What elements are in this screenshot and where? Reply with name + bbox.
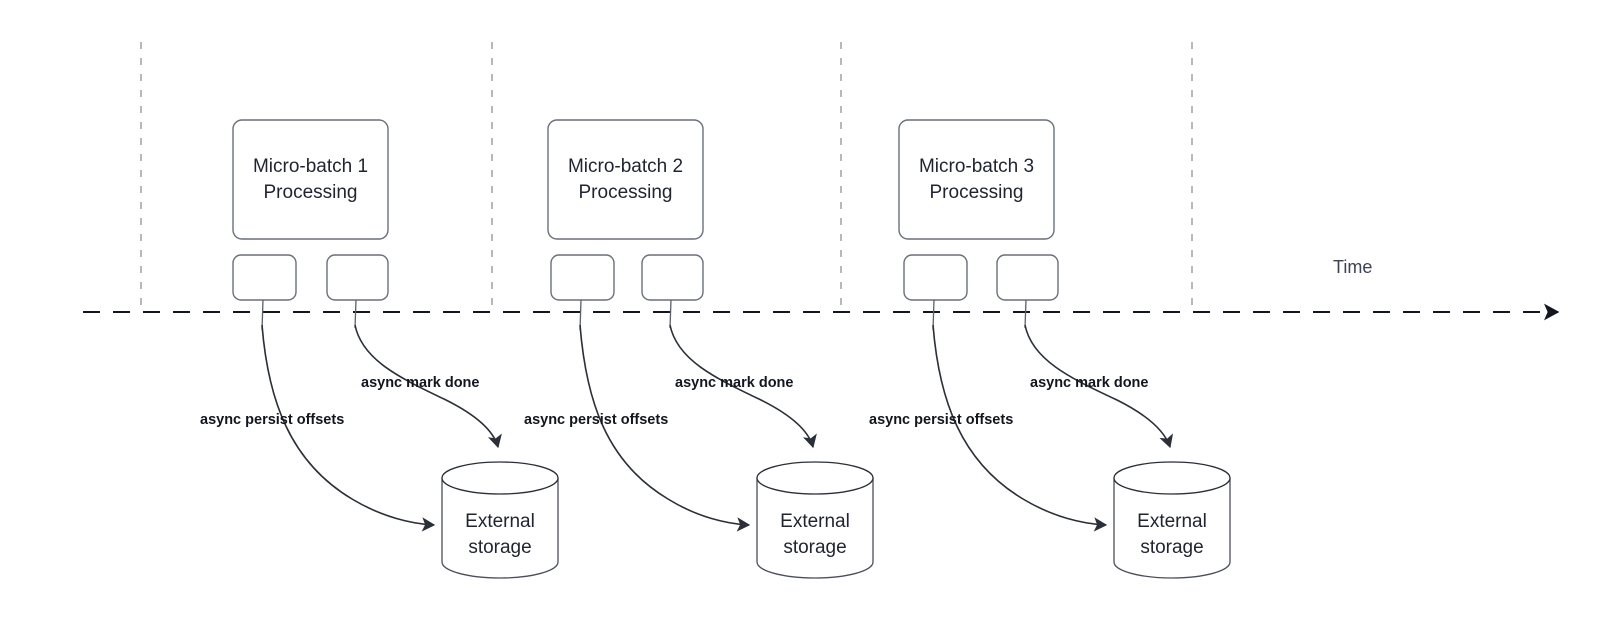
batch-2-persist-offsets-label: async persist offsets <box>524 412 668 428</box>
batch-2-external-storage[interactable] <box>756 461 874 579</box>
batch-2-mark-stem <box>669 299 672 329</box>
batch-group-1: Micro-batch 1 Processing async persist o… <box>200 119 559 579</box>
batch-1-external-storage-label-line2: storage <box>468 537 531 558</box>
batch-1-mark-stem <box>354 299 357 329</box>
batch-2-mark-done-box[interactable] <box>641 254 704 301</box>
timeline-tick-guides <box>140 42 1193 312</box>
batch-group-3: Micro-batch 3 Processing async persist o… <box>869 119 1231 579</box>
batch-3-mark-done-label: async mark done <box>1030 375 1148 391</box>
micro-batch-2-label-line2: Processing <box>579 182 673 203</box>
batch-1-mark-done-edge <box>354 324 502 449</box>
batch-3-persist-offsets-label: async persist offsets <box>869 412 1013 428</box>
batch-2-persist-offsets-edge <box>579 324 751 532</box>
micro-batch-3-label-line2: Processing <box>930 182 1024 203</box>
micro-batch-1-box[interactable] <box>232 119 389 240</box>
timeline-axis-label: Time <box>1333 257 1372 277</box>
batch-2-external-storage-label-line2: storage <box>783 537 846 558</box>
batch-3-persist-offsets-edge <box>932 324 1108 532</box>
batch-1-persist-offsets-label: async persist offsets <box>200 412 344 428</box>
batch-3-mark-done-box[interactable] <box>996 254 1059 301</box>
batch-3-offset-commit-box[interactable] <box>903 254 968 301</box>
micro-batch-1-label-line2: Processing <box>264 182 358 203</box>
batch-3-external-storage-label-line2: storage <box>1140 537 1203 558</box>
batch-group-2: Micro-batch 2 Processing async persist o… <box>524 119 874 579</box>
batch-1-mark-done-box[interactable] <box>326 254 389 301</box>
batch-2-mark-done-edge <box>669 324 817 449</box>
batch-2-offset-commit-box[interactable] <box>550 254 615 301</box>
batch-2-external-storage-label-line1: External <box>780 511 850 532</box>
batch-1-persist-offsets-edge <box>261 324 436 532</box>
batch-2-mark-done-label: async mark done <box>675 375 793 391</box>
micro-batch-3-label-line1: Micro-batch 3 <box>919 156 1034 177</box>
batch-1-offset-commit-box[interactable] <box>232 254 297 301</box>
batch-1-external-storage[interactable] <box>441 461 559 579</box>
micro-batch-2-label-line1: Micro-batch 2 <box>568 156 683 177</box>
batch-3-external-storage-label-line1: External <box>1137 511 1207 532</box>
batch-3-external-storage[interactable] <box>1113 461 1231 579</box>
batch-3-mark-done-edge <box>1024 324 1174 449</box>
batch-1-external-storage-label-line1: External <box>465 511 535 532</box>
micro-batch-2-box[interactable] <box>547 119 704 240</box>
micro-batch-1-label-line1: Micro-batch 1 <box>253 156 368 177</box>
micro-batch-3-box[interactable] <box>898 119 1055 240</box>
batch-1-mark-done-label: async mark done <box>361 375 479 391</box>
batch-3-mark-stem <box>1024 299 1027 329</box>
